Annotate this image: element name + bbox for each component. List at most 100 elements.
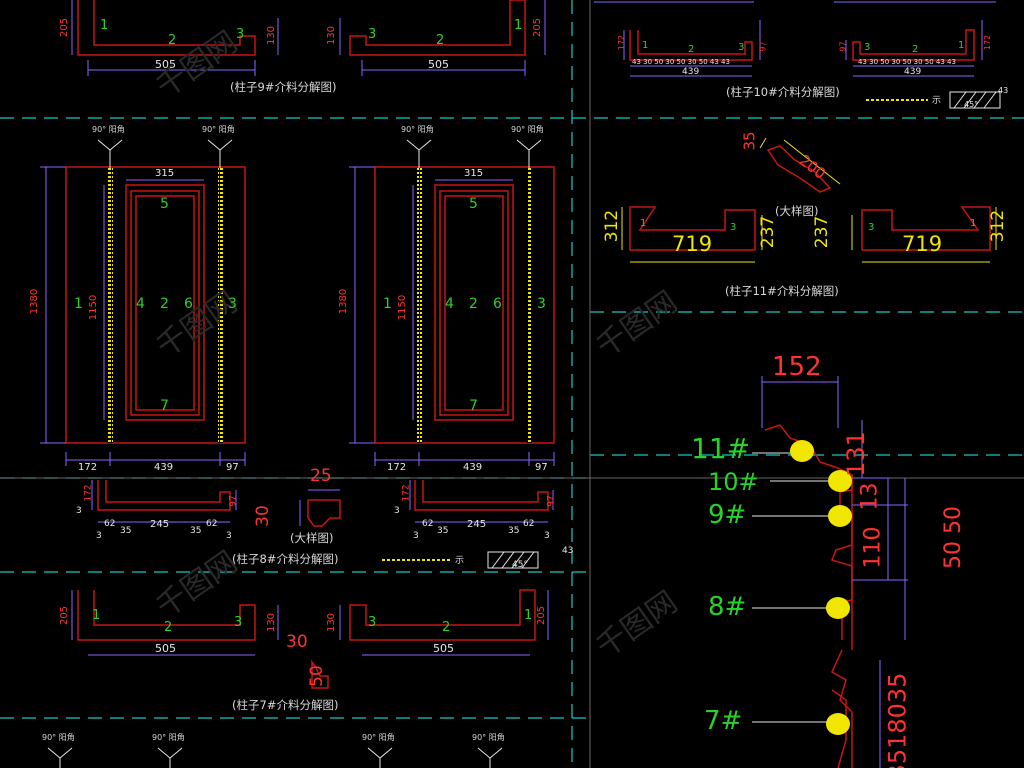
column9-profile-left (77, 0, 256, 56)
dim-3: 3 (76, 506, 82, 516)
tag-11: 11# (691, 432, 751, 465)
corner-label: 90° 阳角 (401, 125, 434, 134)
assembly-dims (761, 376, 908, 768)
part-number: 2 (688, 44, 695, 55)
dim-30: 30 (252, 505, 273, 527)
part-number: 3 (234, 615, 243, 630)
caption-column9: (柱子9#介料分解图) (230, 80, 337, 94)
dim-312: 312 (988, 209, 1009, 243)
part-number: 4 (445, 296, 454, 312)
detail-8-dims (299, 489, 340, 526)
tag-10: 10# (708, 468, 759, 496)
part-number: 6 (493, 296, 502, 312)
dim-62: 62 (422, 519, 434, 529)
dim-315: 315 (155, 168, 175, 179)
dim-439: 439 (904, 67, 922, 77)
dim-205: 205 (59, 605, 71, 626)
marker-8 (826, 597, 850, 619)
corner-pointers (47, 139, 542, 768)
part-number: 1 (514, 18, 523, 33)
panel-right (374, 166, 555, 444)
dim-97: 97 (546, 495, 557, 507)
part-number: 7 (160, 398, 169, 414)
dim-130: 130 (326, 612, 338, 633)
part-number: 3 (236, 27, 245, 42)
column8-profiles (97, 480, 549, 511)
dim-505: 505 (155, 642, 176, 655)
part-number: 2 (469, 296, 478, 312)
dim-35: 35 (190, 526, 202, 536)
part-number: 2 (168, 33, 177, 48)
dim-62: 62 (523, 519, 535, 529)
tag-9: 9# (708, 500, 747, 530)
dim-row-10: 43 30 50 30 50 30 50 43 43 (632, 58, 730, 66)
dim-35: 35 (120, 526, 132, 536)
part-number: 5 (160, 196, 169, 212)
part-number: 1 (958, 40, 965, 51)
panel-left (65, 166, 246, 444)
dim-43: 43 (562, 546, 574, 556)
column9-profile-right (349, 0, 526, 56)
dim-245: 245 (467, 519, 487, 530)
corner-label: 90° 阳角 (511, 125, 544, 134)
dim-719: 719 (672, 232, 713, 256)
dim-110: 110 (860, 526, 886, 569)
dim-13: 13 (857, 482, 883, 511)
tag-7: 7# (704, 706, 743, 736)
column11-profiles (629, 206, 991, 251)
corner-label: 90° 阳角 (42, 733, 75, 742)
part-number: 2 (442, 620, 451, 635)
marker-10 (828, 470, 852, 492)
detail-11-dims (759, 137, 841, 185)
panel-left-beads (108, 168, 223, 443)
dim-62: 62 (206, 519, 218, 529)
dim-505: 505 (155, 58, 176, 71)
part-number: 1 (524, 608, 533, 623)
dim-35: 35 (740, 131, 759, 151)
panel-right-beads (417, 168, 532, 443)
part-number: 3 (368, 615, 377, 630)
dim-130: 130 (266, 25, 278, 46)
part-number: 2 (436, 33, 445, 48)
dim-237: 237 (812, 215, 833, 249)
dim-3: 3 (394, 506, 400, 516)
dim-1150: 1150 (88, 294, 100, 321)
dim-439: 439 (463, 462, 483, 473)
dim-315: 315 (464, 168, 484, 179)
corner-label: 90° 阳角 (472, 733, 505, 742)
dim-439: 439 (682, 67, 700, 77)
dim-3: 3 (544, 531, 550, 541)
dim-45deg: 45° (964, 100, 979, 109)
part-number: 4 (136, 296, 145, 312)
dim-row-10: 43 30 50 30 50 30 50 43 43 (858, 58, 956, 66)
part-number: 1 (92, 608, 101, 623)
shown-label: 示 (455, 556, 465, 566)
part-number: 3 (368, 27, 377, 42)
part-number: 1 (383, 296, 392, 312)
shown-label: 示 (932, 96, 942, 106)
corner-label: 90° 阳角 (202, 125, 235, 134)
caption-column8: (柱子8#介料分解图) (232, 552, 339, 566)
marker-7 (826, 713, 850, 735)
caption-column11: (柱子11#介料分解图) (725, 284, 839, 298)
dim-205: 205 (536, 605, 548, 626)
dim-1380: 1380 (29, 288, 41, 315)
part-number: 3 (864, 42, 871, 53)
caption-detail-11: (大样图) (775, 204, 819, 218)
dim-35: 35 (508, 526, 520, 536)
dim-205: 205 (532, 17, 544, 38)
dim-172: 172 (83, 484, 94, 502)
column10-profiles (629, 29, 975, 61)
panel-dimensions (40, 166, 555, 466)
dim-131: 131 (841, 431, 870, 477)
dim-205: 205 (59, 17, 71, 38)
corner-label: 90° 阳角 (92, 125, 125, 134)
dim-237: 237 (758, 215, 779, 249)
dim-3518035: 3518035 (883, 672, 912, 768)
column10-dimensions (594, 1, 996, 77)
assembly-markers (790, 440, 852, 735)
dim-172: 172 (617, 34, 627, 51)
column7-profiles (77, 589, 536, 641)
